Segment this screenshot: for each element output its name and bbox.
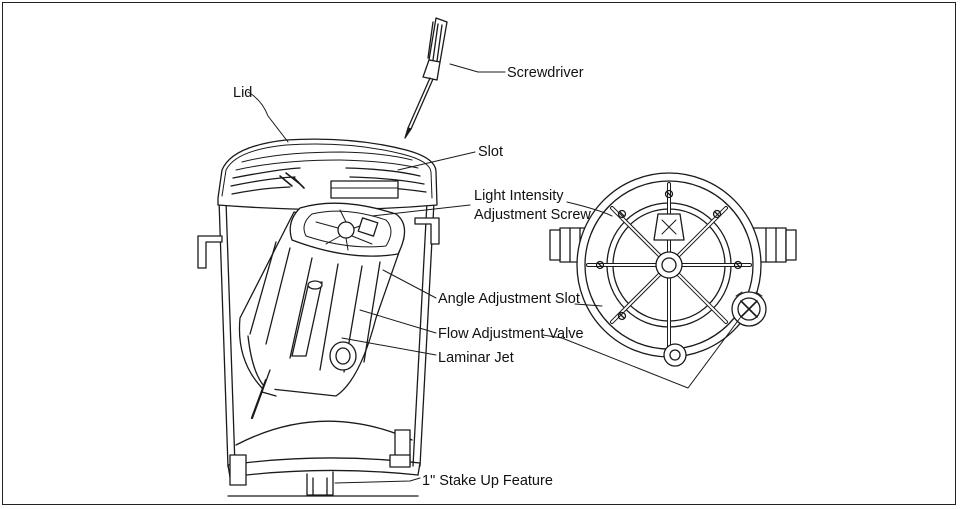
- label-light-intensity-line2: Adjustment Screw: [474, 207, 591, 223]
- label-screwdriver: Screwdriver: [507, 65, 584, 81]
- label-stake-up-feature: 1" Stake Up Feature: [422, 473, 553, 489]
- label-laminar-jet: Laminar Jet: [438, 350, 514, 366]
- label-slot: Slot: [478, 144, 503, 160]
- label-angle-adjustment-slot: Angle Adjustment Slot: [438, 291, 580, 307]
- label-light-intensity-line1: Light Intensity: [474, 188, 564, 204]
- leader-lines: [247, 63, 741, 484]
- lid-illustration: [217, 138, 438, 211]
- screwdriver-illustration: [404, 17, 448, 139]
- label-flow-adjustment-valve: Flow Adjustment Valve: [438, 326, 584, 342]
- front-view-illustration: [549, 172, 797, 367]
- label-lid: Lid: [233, 85, 253, 101]
- housing-illustration: [197, 199, 440, 497]
- light-body-illustration: [238, 202, 406, 420]
